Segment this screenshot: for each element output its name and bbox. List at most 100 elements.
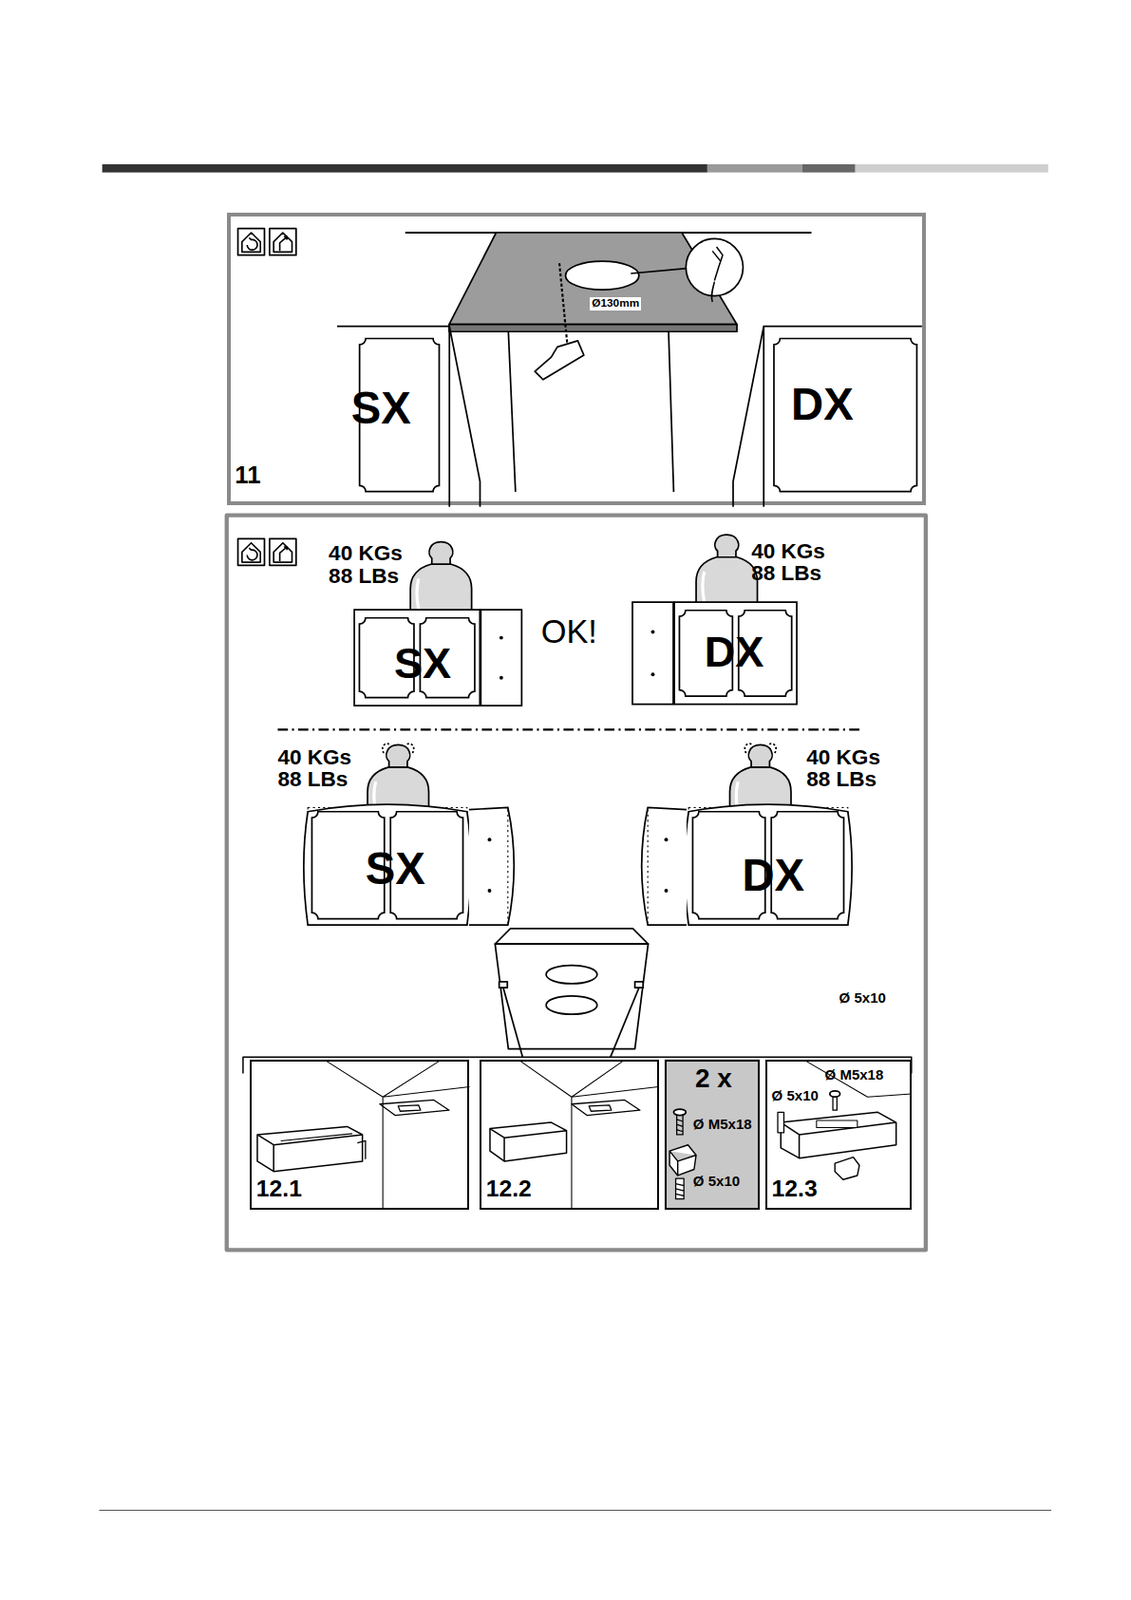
header-bar (707, 164, 803, 173)
callout-number: 12.3 (772, 1177, 818, 1202)
strain-mark (744, 743, 776, 754)
annotation: 40 KGs (328, 543, 403, 566)
cabinet-label: DX (741, 852, 805, 898)
callout-number: Ø 5x10 (693, 1173, 740, 1188)
annotation: 88 LBs (806, 769, 877, 792)
detail-panel: 12.2 (479, 1059, 660, 1210)
callout-number: 12.1 (256, 1177, 302, 1202)
saw-handle (534, 340, 585, 380)
wall-cabinet: DX (645, 801, 850, 929)
annotation: 88 LBs (328, 565, 399, 588)
hinge-dot (664, 888, 669, 893)
cabinet-outline (675, 602, 798, 704)
weight (696, 534, 757, 606)
recirculation-icon (238, 538, 265, 566)
hinge-dot (488, 837, 492, 842)
screw-head (673, 1109, 686, 1115)
bracket-slot (635, 981, 644, 988)
threaded-stud (777, 1112, 784, 1132)
annotation: OK! (541, 615, 598, 648)
wall-cabinet: DX (632, 600, 798, 707)
cabinet-top-edge (449, 324, 737, 333)
wall-plug (669, 1145, 697, 1176)
cabinet-label: DX (704, 630, 765, 674)
leader-line (630, 268, 687, 274)
bracket-slot (281, 1133, 353, 1142)
annotation: 88 LBs (751, 563, 822, 585)
hood-outlet (546, 996, 598, 1015)
cabinet-side (632, 602, 674, 704)
detail-callout (685, 238, 743, 296)
callout-number: 12.2 (486, 1177, 532, 1202)
header-bar (855, 164, 1049, 173)
saw-blade (559, 263, 568, 347)
original-outline (508, 809, 509, 923)
hanging-bracket (490, 1122, 567, 1162)
header-bar (102, 164, 708, 173)
cabinet-label: DX (791, 381, 854, 427)
wall-cabinet: SX (353, 607, 522, 708)
threaded-stud (676, 1178, 685, 1199)
cabinet-label: SX (394, 641, 452, 685)
detail-panel: Ø 5x10 Ø M5x18 12.3 (765, 1059, 912, 1210)
duct-hole (565, 261, 640, 290)
hanging-bracket (780, 1112, 896, 1158)
recirculation-icon (238, 228, 265, 256)
leader-line (503, 987, 523, 1057)
detail-panel: 12.1 (249, 1059, 470, 1210)
parts-box: 2 x Ø M5x18 Ø 5x10 (664, 1059, 760, 1210)
hinge-dot (488, 888, 492, 893)
weight (410, 542, 472, 614)
step-panel-frame (226, 515, 926, 1251)
hanging-bracket (257, 1126, 363, 1171)
extraction-icon (269, 538, 297, 566)
cabinet-corner (520, 1061, 659, 1210)
cabinet-outline (684, 804, 852, 925)
cabinet-corner (806, 1061, 912, 1098)
hinge-dot (651, 630, 656, 635)
leader-line (610, 987, 640, 1057)
cabinet-outline (354, 609, 480, 706)
wall-plug (834, 1157, 860, 1181)
screw (677, 1113, 683, 1134)
cabinet-outline (303, 804, 472, 925)
hood-body (494, 943, 648, 1050)
mounting-plate (379, 1099, 450, 1115)
arrow-guide (357, 1140, 366, 1159)
bracket-slot (816, 1120, 858, 1129)
parts-box-fill (664, 1058, 760, 1209)
cabinet-label: SX (365, 846, 426, 891)
callout-number: 2 x (695, 1065, 733, 1093)
callout-number: Ø 5x10 (772, 1088, 819, 1103)
separator (277, 728, 863, 731)
wall-cabinet: SX (337, 318, 480, 508)
screw (832, 1095, 837, 1111)
annotation: Ø130mm (589, 297, 641, 311)
cabinet-outline (733, 326, 923, 508)
footer-rule (98, 1509, 1052, 1511)
hinge-dot (651, 672, 656, 677)
hinge-dot (664, 837, 669, 842)
original-outline (647, 809, 649, 923)
callout-number: 11 (234, 463, 261, 489)
callout-number: Ø M5x18 (825, 1067, 885, 1082)
wall-cabinet: SX (305, 801, 510, 929)
hood-top (494, 928, 648, 944)
cabinet-opening (668, 331, 674, 492)
hinge-dot (499, 675, 504, 679)
callout-number: Ø M5x18 (693, 1116, 753, 1131)
cabinet-opening (508, 331, 516, 492)
wall-cabinet: DX (733, 318, 923, 508)
annotation: 40 KGs (277, 747, 352, 770)
annotation: 88 LBs (277, 769, 348, 792)
annotation: 40 KGs (751, 541, 826, 564)
cabinet-side (480, 609, 522, 706)
hood-outlet (546, 965, 598, 984)
plug-icon (711, 246, 723, 302)
header-bar (802, 164, 856, 173)
bracket-slot (499, 981, 509, 988)
cabinet-door (773, 339, 917, 492)
